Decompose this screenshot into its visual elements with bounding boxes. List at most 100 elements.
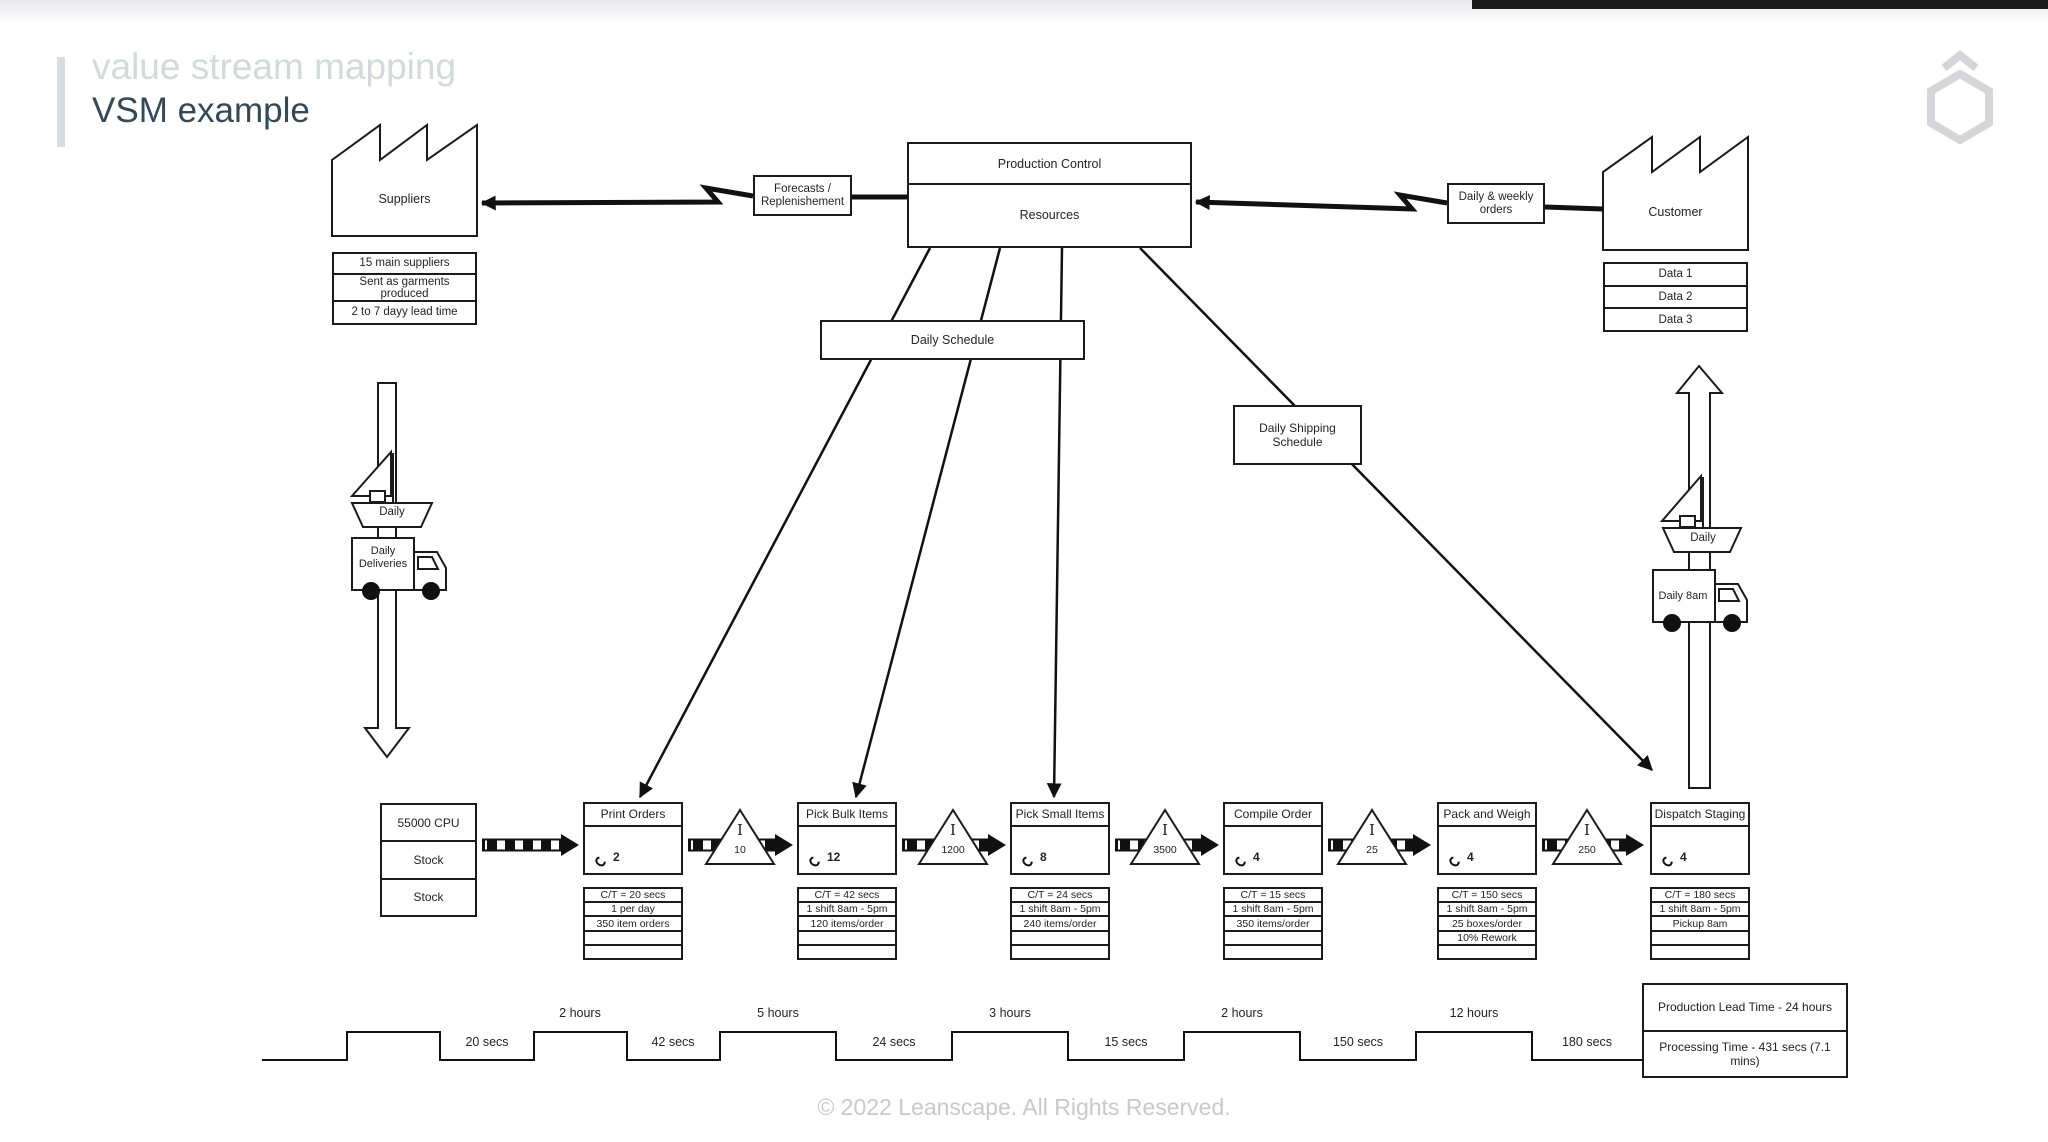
inventory-symbol: I	[1162, 821, 1168, 839]
data-row	[1225, 929, 1321, 944]
operator-icon	[593, 854, 608, 869]
process-title: Pick Bulk Items	[799, 804, 895, 827]
data-row: C/T = 150 secs	[1451, 889, 1523, 902]
customer-data-row: Data 1	[1658, 268, 1693, 281]
inventory-value: 10	[734, 844, 746, 856]
suppliers-factory-icon	[331, 123, 478, 237]
suppliers-data-row: 2 to 7 dayy lead time	[351, 306, 458, 318]
slide-subtitle: value stream mapping	[92, 46, 457, 87]
data-row: 1 shift 8am - 5pm	[1439, 901, 1535, 915]
operator-count: 4	[1253, 850, 1260, 864]
timeline-low-label: 150 secs	[1332, 1035, 1384, 1049]
ship-icon-left	[349, 449, 434, 528]
process-body: 4	[1652, 827, 1748, 873]
stock-row: Stock	[382, 877, 475, 915]
process-title: Compile Order	[1225, 804, 1321, 827]
operator-icon	[1660, 854, 1675, 869]
inventory-value: 25	[1366, 844, 1378, 856]
operator-count: 12	[827, 850, 841, 864]
timeline-low-label: 24 secs	[872, 1035, 916, 1049]
timeline-low-label: 15 secs	[1104, 1035, 1148, 1049]
process-title: Pack and Weigh	[1439, 804, 1535, 827]
timeline-high-label: 5 hours	[757, 1006, 799, 1020]
process-data-pack-weigh: C/T = 150 secs 1 shift 8am - 5pm 25 boxe…	[1437, 887, 1537, 960]
process-body: 2	[585, 827, 681, 873]
data-row: 1 shift 8am - 5pm	[799, 901, 895, 915]
process-title: Pick Small Items	[1012, 804, 1108, 827]
data-row	[799, 943, 895, 958]
customer-data-row: Data 2	[1605, 284, 1746, 308]
processing-time: Processing Time - 431 secs (7.1 mins)	[1644, 1029, 1846, 1077]
data-row: 240 items/order	[1012, 915, 1108, 930]
timeline-high-label: 2 hours	[559, 1006, 601, 1020]
timeline-high-label: 2 hours	[1221, 1006, 1263, 1020]
data-row: 1 per day	[585, 901, 681, 915]
inventory-value: 3500	[1153, 844, 1177, 856]
operator-icon	[1233, 854, 1248, 869]
process-data-dispatch-staging: C/T = 180 secs 1 shift 8am - 5pm Pickup …	[1650, 887, 1750, 960]
stock-row: Stock	[382, 840, 475, 877]
customer-factory-icon	[1602, 135, 1749, 251]
truck-icon-right	[1652, 569, 1748, 632]
inventory-symbol: I	[737, 821, 743, 839]
suppliers-data-row: 15 main suppliers	[334, 254, 475, 275]
orders-to-pc-arrow	[1194, 191, 1448, 212]
data-row	[1439, 943, 1535, 958]
stock-box: 55000 CPU Stock Stock	[380, 803, 477, 917]
timeline-high-label: 3 hours	[989, 1006, 1031, 1020]
daily-shipping-schedule-box: Daily Shipping Schedule	[1233, 405, 1362, 465]
production-control-box: Production Control Resources	[907, 142, 1192, 248]
data-row	[1012, 929, 1108, 944]
data-row: C/T = 24 secs	[1027, 889, 1093, 902]
suppliers-label: Suppliers	[378, 192, 431, 206]
customer-to-orders-link	[1544, 204, 1604, 212]
customer-data-box: Data 1 Data 2 Data 3	[1603, 262, 1748, 332]
process-box-dispatch-staging: Dispatch Staging 4	[1650, 802, 1750, 875]
production-control-title: Production Control	[909, 144, 1190, 185]
right-truck-label: Daily 8am	[1658, 590, 1708, 602]
stock-row: 55000 CPU	[397, 815, 460, 830]
process-title: Print Orders	[585, 804, 681, 827]
data-row	[1225, 943, 1321, 958]
right-ship-label: Daily	[1690, 532, 1716, 544]
forecasts-to-suppliers-arrow	[480, 184, 754, 211]
leanscape-logo-icon	[1927, 49, 1993, 145]
process-body: 12	[799, 827, 895, 873]
process-data-compile-order: C/T = 15 secs 1 shift 8am - 5pm 350 item…	[1223, 887, 1323, 960]
process-box-print-orders: Print Orders 2	[583, 802, 683, 875]
process-title: Dispatch Staging	[1652, 804, 1748, 827]
process-data-pick-bulk: C/T = 42 secs 1 shift 8am - 5pm 120 item…	[797, 887, 897, 960]
ship-icon-right	[1659, 473, 1743, 553]
title-accent-bar	[57, 57, 65, 147]
operator-icon	[807, 854, 822, 869]
inventory-symbol: I	[950, 821, 956, 839]
data-row: 1 shift 8am - 5pm	[1225, 901, 1321, 915]
data-row	[1652, 929, 1748, 944]
data-row: 1 shift 8am - 5pm	[1652, 901, 1748, 915]
suppliers-data-box: 15 main suppliers Sent as garments produ…	[332, 252, 477, 325]
customer-data-row: Data 3	[1605, 307, 1746, 330]
data-row	[585, 943, 681, 958]
data-row: 120 items/order	[799, 915, 895, 930]
left-truck-label: Daily Deliveries	[358, 545, 408, 570]
data-row: 350 items/order	[1225, 915, 1321, 930]
lead-time-summary-box: Production Lead Time - 24 hours Processi…	[1642, 983, 1848, 1078]
data-row	[585, 929, 681, 944]
process-box-pack-weigh: Pack and Weigh 4	[1437, 802, 1537, 875]
data-row: C/T = 42 secs	[814, 889, 880, 902]
suppliers-data-row: Sent as garments produced	[334, 275, 475, 302]
operator-count: 8	[1040, 850, 1047, 864]
operator-count: 2	[613, 850, 620, 864]
process-body: 4	[1225, 827, 1321, 873]
resources-label: Resources	[1019, 208, 1080, 222]
daily-weekly-orders-box: Daily & weekly orders	[1447, 183, 1545, 224]
schedule-arrow-dispatch	[1139, 247, 1653, 771]
inventory-value: 1200	[941, 844, 965, 856]
process-body: 4	[1439, 827, 1535, 873]
data-row	[799, 929, 895, 944]
operator-icon	[1447, 854, 1462, 869]
operator-count: 4	[1680, 850, 1687, 864]
process-data-print-orders: C/T = 20 secs 1 per day 350 item orders	[583, 887, 683, 960]
push-arrow-stock-print	[482, 834, 579, 856]
